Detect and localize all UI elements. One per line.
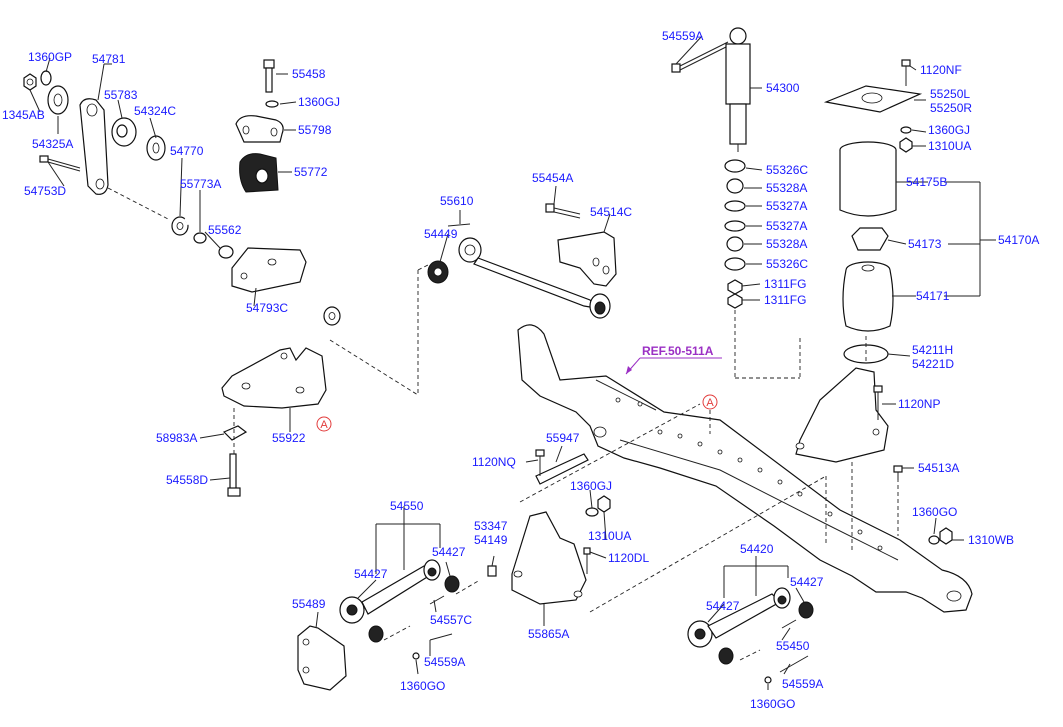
- part-label-55327a[interactable]: 55327A: [766, 199, 807, 213]
- part-label-1310ua[interactable]: 1310UA: [928, 139, 971, 153]
- part-label-1311fg[interactable]: 1311FG: [764, 277, 806, 291]
- part-label-55865a[interactable]: 55865A: [528, 627, 569, 641]
- part-label-1120nq[interactable]: 1120NQ: [472, 455, 516, 469]
- part-label-54513a[interactable]: 54513A: [918, 461, 959, 475]
- part-label-55327a[interactable]: 55327A: [766, 219, 807, 233]
- part-label-55947[interactable]: 55947: [546, 431, 580, 445]
- part-label-54753d[interactable]: 54753D: [24, 184, 66, 198]
- part-label-54559a[interactable]: 54559A: [424, 655, 465, 669]
- part-label-1120nf[interactable]: 1120NF: [920, 63, 962, 77]
- part-label-55922[interactable]: 55922: [272, 431, 306, 445]
- part-labels: 1360GP 54781 55783 1345AB 54324C 54325A …: [2, 29, 1039, 711]
- air-spring-drawing: [795, 59, 923, 463]
- part-label-54781[interactable]: 54781: [92, 52, 126, 66]
- circle-marker-a-right: A: [702, 394, 718, 434]
- part-label-1360gp[interactable]: 1360GP: [28, 50, 72, 64]
- part-label-55562[interactable]: 55562: [208, 223, 242, 237]
- upper-arm-drawing: [427, 203, 617, 319]
- part-label-55450[interactable]: 55450: [776, 639, 810, 653]
- part-label-54427[interactable]: 54427: [354, 567, 388, 581]
- lower-bracket-drawing: [487, 403, 701, 605]
- part-label-54175b[interactable]: 54175B: [906, 175, 947, 189]
- part-label-54173[interactable]: 54173: [908, 237, 942, 251]
- part-label-55783[interactable]: 55783: [104, 88, 138, 102]
- part-label-54300[interactable]: 54300: [766, 81, 800, 95]
- part-label-55328a[interactable]: 55328A: [766, 181, 807, 195]
- part-label-1345ab[interactable]: 1345AB: [2, 108, 45, 122]
- part-label-55454a[interactable]: 55454A: [532, 171, 573, 185]
- part-label-1310wb[interactable]: 1310WB: [968, 533, 1014, 547]
- part-label-1311fg[interactable]: 1311FG: [764, 293, 806, 307]
- part-label-54325a[interactable]: 54325A: [32, 137, 73, 151]
- part-label-55772[interactable]: 55772: [294, 165, 328, 179]
- shock-absorber-drawing: [671, 27, 801, 379]
- part-label-55489[interactable]: 55489: [292, 597, 326, 611]
- part-label-1360gj[interactable]: 1360GJ: [298, 95, 340, 109]
- part-label-1360go[interactable]: 1360GO: [750, 697, 795, 711]
- part-label-54420[interactable]: 54420: [740, 542, 774, 556]
- part-label-55798[interactable]: 55798: [298, 123, 332, 137]
- part-label-55326c[interactable]: 55326C: [766, 257, 808, 271]
- part-label-54559a[interactable]: 54559A: [662, 29, 703, 43]
- part-label-54427[interactable]: 54427: [790, 575, 824, 589]
- part-label-54514c[interactable]: 54514C: [590, 205, 632, 219]
- reference-link[interactable]: REF.50-511A: [642, 344, 714, 358]
- part-label-1310ua[interactable]: 1310UA: [588, 529, 631, 543]
- part-label-55326c[interactable]: 55326C: [766, 163, 808, 177]
- part-label-1360gj[interactable]: 1360GJ: [570, 479, 612, 493]
- part-label-55328a[interactable]: 55328A: [766, 237, 807, 251]
- part-label-55773a[interactable]: 55773A: [180, 177, 221, 191]
- part-label-54770[interactable]: 54770: [170, 144, 204, 158]
- part-label-1360go[interactable]: 1360GO: [912, 505, 957, 519]
- part-label-54449[interactable]: 54449: [424, 227, 458, 241]
- marker-a-text: A: [320, 419, 328, 431]
- lower-arm-left-drawing: [297, 559, 481, 691]
- part-label-54558d[interactable]: 54558D: [166, 473, 208, 487]
- part-label-54427[interactable]: 54427: [706, 599, 740, 613]
- axle-beam-drawing: [517, 324, 973, 613]
- part-label-55250l[interactable]: 55250L: [930, 87, 970, 101]
- part-label-54211h[interactable]: 54211H: [912, 343, 953, 357]
- part-label-55250r[interactable]: 55250R: [930, 101, 972, 115]
- part-label-54171[interactable]: 54171: [916, 289, 950, 303]
- part-label-54170a[interactable]: 54170A: [998, 233, 1039, 247]
- part-label-1360gj[interactable]: 1360GJ: [928, 123, 970, 137]
- marker-a-text: A: [706, 397, 714, 409]
- part-label-54550[interactable]: 54550: [390, 499, 424, 513]
- stabilizer-link-drawing: [23, 70, 431, 396]
- part-label-54324c[interactable]: 54324C: [134, 104, 176, 118]
- part-label-54427[interactable]: 54427: [432, 545, 466, 559]
- part-label-58983a[interactable]: 58983A: [156, 431, 197, 445]
- part-label-1120dl[interactable]: 1120DL: [608, 551, 649, 565]
- stabilizer-bracket-drawing: [218, 59, 327, 497]
- part-label-54149[interactable]: 54149: [474, 533, 508, 547]
- part-label-1360go[interactable]: 1360GO: [400, 679, 445, 693]
- part-label-54557c[interactable]: 54557C: [430, 613, 472, 627]
- part-label-55458[interactable]: 55458: [292, 67, 326, 81]
- part-label-55610[interactable]: 55610: [440, 194, 474, 208]
- part-label-54793c[interactable]: 54793C: [246, 301, 288, 315]
- part-label-1120np[interactable]: 1120NP: [898, 397, 940, 411]
- part-label-54559a[interactable]: 54559A: [782, 677, 823, 691]
- leader-lines: [29, 35, 996, 690]
- circle-marker-a-left: A: [316, 416, 332, 432]
- part-label-54221d[interactable]: 54221D: [912, 357, 954, 371]
- part-label-53347[interactable]: 53347: [474, 519, 508, 533]
- lower-arm-right-drawing: [687, 587, 814, 684]
